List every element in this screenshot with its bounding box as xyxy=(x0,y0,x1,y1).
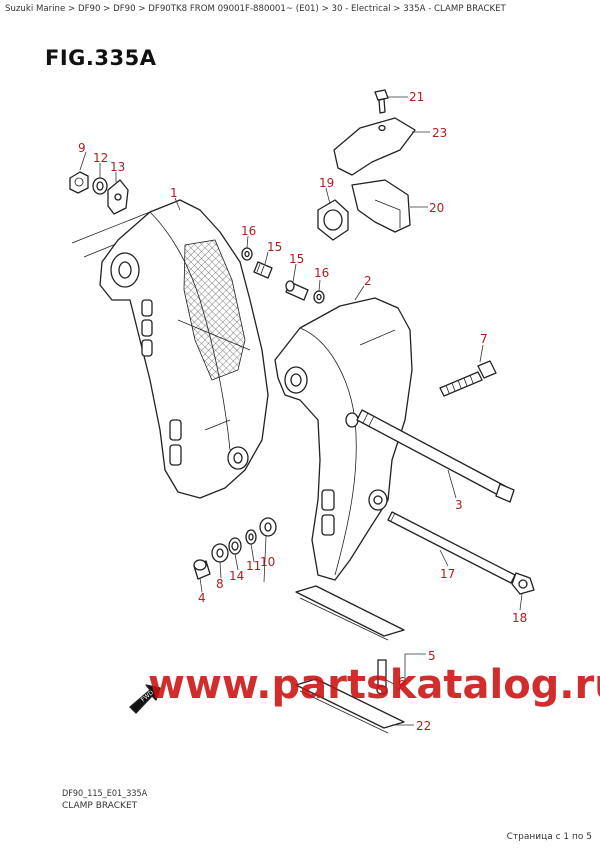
plate-5 xyxy=(295,585,405,641)
drawing-name: CLAMP BRACKET xyxy=(62,801,138,811)
callout-15-lower: 15 xyxy=(289,252,304,266)
callout-15-upper: 15 xyxy=(267,240,282,254)
washer-16-upper xyxy=(241,247,253,261)
callout-16-upper: 16 xyxy=(241,224,256,238)
callout-4: 4 xyxy=(198,591,206,605)
plate-13 xyxy=(107,179,129,215)
callout-5: 5 xyxy=(428,649,436,663)
bolt-7 xyxy=(439,360,497,397)
callout-7: 7 xyxy=(480,332,488,346)
tilt-rod-17 xyxy=(387,511,516,584)
washer-12 xyxy=(92,177,108,195)
callout-10: 10 xyxy=(260,555,275,569)
callout-6: 6 xyxy=(398,675,406,689)
bolt-21 xyxy=(374,89,389,114)
callout-12: 12 xyxy=(93,151,108,165)
callout-18: 18 xyxy=(512,611,527,625)
clamp-bracket-left xyxy=(71,199,269,499)
callout-8: 8 xyxy=(216,577,224,591)
bushing-4 xyxy=(193,559,211,580)
callout-23: 23 xyxy=(432,126,447,140)
callout-3: 3 xyxy=(455,498,463,512)
washer-14 xyxy=(228,537,242,555)
nut-9 xyxy=(69,171,89,194)
bolt-15-lower xyxy=(285,280,309,301)
clamp-bracket-right xyxy=(274,297,413,581)
washer-10 xyxy=(259,517,277,537)
tilt-tube-3 xyxy=(356,409,515,503)
nut-18 xyxy=(511,572,535,595)
bracket-20 xyxy=(351,179,411,233)
drawing-code: DF90_115_E01_335A xyxy=(62,789,148,799)
callout-19: 19 xyxy=(319,176,334,190)
callout-22: 22 xyxy=(416,719,431,733)
plate-22 xyxy=(295,678,405,734)
washer-16-lower xyxy=(313,290,325,304)
callout-14: 14 xyxy=(229,569,244,583)
knob-19 xyxy=(317,199,349,241)
callout-2: 2 xyxy=(364,274,372,288)
bushing-8 xyxy=(211,543,229,563)
callout-11: 11 xyxy=(246,559,261,573)
watermark-text: www.partskatalog.ru xyxy=(148,662,600,708)
callout-20: 20 xyxy=(429,201,444,215)
callout-1: 1 xyxy=(170,186,178,200)
bolt-6 xyxy=(376,659,388,695)
callout-17: 17 xyxy=(440,567,455,581)
page-indicator: Страница с 1 по 5 xyxy=(506,832,592,842)
figure-title: FIG.335A xyxy=(45,46,157,70)
callout-9: 9 xyxy=(78,141,86,155)
callout-21: 21 xyxy=(409,90,424,104)
breadcrumb[interactable]: Suzuki Marine > DF90 > DF90 > DF90TK8 FR… xyxy=(5,4,506,14)
callout-16-lower: 16 xyxy=(314,266,329,280)
callout-13: 13 xyxy=(110,160,125,174)
cover-23 xyxy=(333,117,416,176)
washer-11 xyxy=(245,529,257,545)
leader-lines xyxy=(79,96,523,726)
bolt-15-upper xyxy=(253,261,273,279)
